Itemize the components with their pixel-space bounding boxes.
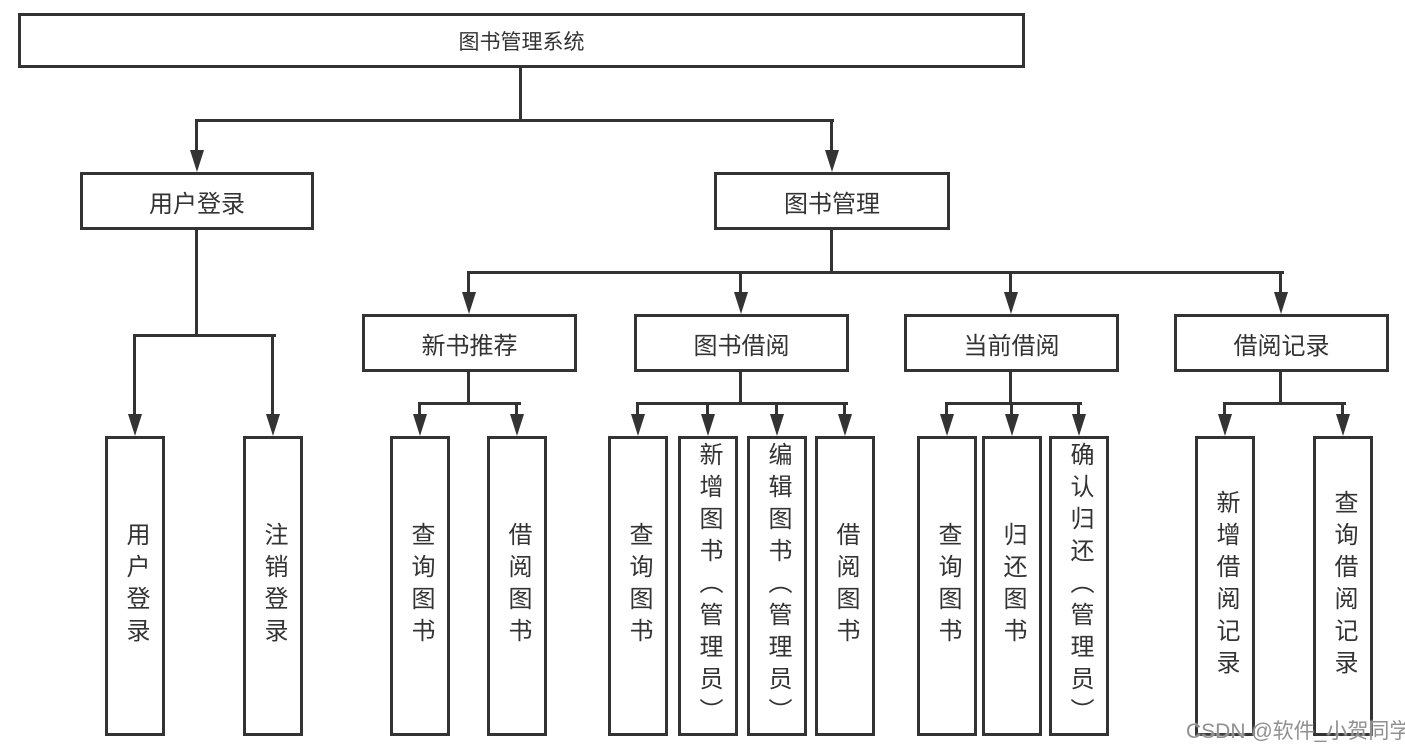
arrow-down-icon [838,414,852,436]
node-user-login: 用户登录 [80,172,314,230]
arrow-down-icon [825,150,839,172]
node-label: 图书管理 [784,190,880,218]
leaf-label: 借阅图书 [832,522,859,650]
node-label: 图书借阅 [693,332,790,360]
connector-line [418,405,421,416]
leaf-label: 查询图书 [934,522,961,650]
leaf-query-books-current: 查询图书 [917,436,977,736]
arrow-down-icon [1218,414,1232,436]
connector-line [706,405,709,416]
leaf-label: 查询借阅记录 [1330,490,1357,682]
node-borrowing-records: 借阅记录 [1174,314,1389,372]
leaf-edit-book-admin: 编辑图书（管理员） [747,436,807,736]
leaf-user-login: 用户登录 [105,436,165,736]
arrow-down-icon [1274,292,1288,314]
node-label: 当前借阅 [963,332,1060,360]
connector-line [271,337,274,416]
arrow-down-icon [128,414,142,436]
arrow-down-icon [462,292,476,314]
connector-line [467,372,470,405]
arrow-down-icon [1005,414,1019,436]
leaf-label: 确认归还（管理员） [1066,442,1093,730]
connector-line [133,334,276,337]
connector-line [519,68,522,122]
connector-line [830,122,833,152]
connector-line [636,402,848,405]
connector-line [843,405,846,416]
arrow-down-icon [770,414,784,436]
node-new-book-recommendation: 新书推荐 [362,314,577,372]
leaf-add-book-admin: 新增图书（管理员） [678,436,738,736]
arrow-down-icon [510,414,524,436]
leaf-label: 用户登录 [122,522,149,650]
leaf-add-borrow-record: 新增借阅记录 [1195,436,1255,736]
connector-line [1223,405,1226,416]
connector-line [1009,274,1012,294]
arrow-down-icon [1004,292,1018,314]
arrow-down-icon [1072,414,1086,436]
leaf-label: 注销登录 [260,522,287,650]
connector-line [739,372,742,405]
node-label: 图书管理系统 [458,30,585,54]
leaf-label: 查询图书 [625,522,652,650]
arrow-down-icon [701,414,715,436]
connector-line [195,230,198,337]
leaf-return-book: 归还图书 [982,436,1042,736]
connector-line [739,274,742,294]
connector-line [1077,405,1080,416]
node-current-borrowing: 当前借阅 [904,314,1119,372]
connector-line [1279,274,1282,294]
connector-line [418,402,521,405]
connector-line [945,402,1082,405]
leaf-borrow-books: 借阅图书 [815,436,875,736]
arrow-down-icon [413,414,427,436]
leaf-query-books-recommend: 查询图书 [390,436,450,736]
connector-line [1341,405,1344,416]
connector-line [1279,372,1282,405]
node-label: 新书推荐 [421,332,518,360]
arrow-down-icon [940,414,954,436]
connector-line [945,405,948,416]
arrow-down-icon [631,414,645,436]
leaf-label: 查询图书 [407,522,434,650]
leaf-label: 新增借阅记录 [1212,490,1239,682]
leaf-borrow-books-recommend: 借阅图书 [487,436,547,736]
connector-line [830,230,833,274]
connector-line [1010,405,1013,416]
connector-line [1009,372,1012,405]
node-library-management-system: 图书管理系统 [18,13,1025,68]
connector-line [467,271,1284,274]
connector-line [195,122,198,152]
leaf-query-books-borrow: 查询图书 [608,436,668,736]
leaf-label: 归还图书 [999,522,1026,650]
node-label: 用户登录 [149,190,245,218]
arrow-down-icon [1336,414,1350,436]
leaf-confirm-return-admin: 确认归还（管理员） [1049,436,1109,736]
leaf-query-borrow-record: 查询借阅记录 [1313,436,1373,736]
connector-line [1223,402,1346,405]
leaf-label: 新增图书（管理员） [695,442,722,730]
connector-line [636,405,639,416]
connector-line [515,405,518,416]
leaf-logout: 注销登录 [243,436,303,736]
connector-line [195,119,834,122]
node-book-borrowing: 图书借阅 [634,314,849,372]
watermark: CSDN @软件_小贺同学 [1186,720,1405,743]
leaf-label: 借阅图书 [504,522,531,650]
connector-line [775,405,778,416]
node-label: 借阅记录 [1233,332,1330,360]
leaf-label: 编辑图书（管理员） [764,442,791,730]
connector-line [133,337,136,416]
arrow-down-icon [190,150,204,172]
arrow-down-icon [266,414,280,436]
arrow-down-icon [734,292,748,314]
connector-line [467,274,470,294]
node-book-management: 图书管理 [714,172,950,230]
